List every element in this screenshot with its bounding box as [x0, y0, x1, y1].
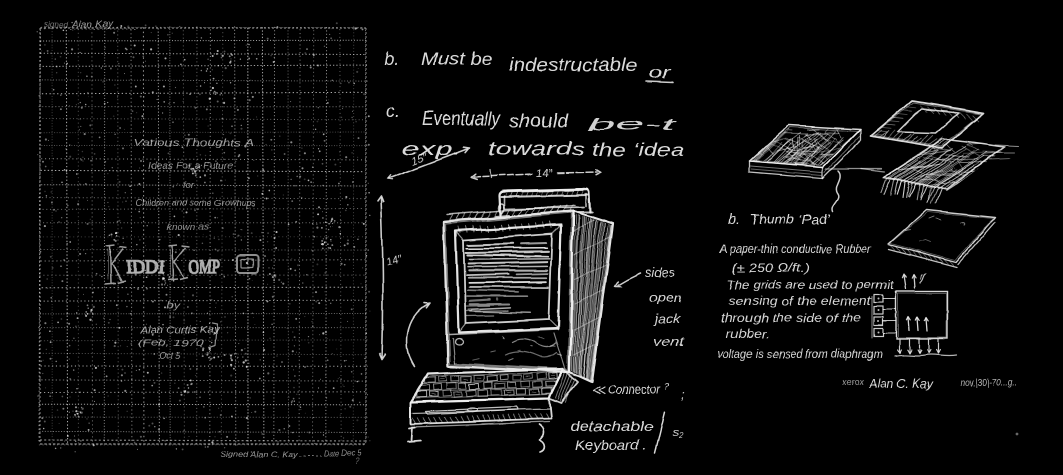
- svg-text:exp.: exp.: [402, 139, 462, 159]
- svg-text:xerox: xerox: [841, 377, 864, 387]
- svg-text:14″: 14″: [535, 168, 553, 180]
- svg-text:voltage is sensed from diaphra: voltage is sensed from diaphragm: [717, 349, 883, 361]
- svg-text:The grids are used to permit: The grids are used to permit: [727, 278, 894, 292]
- svg-text:Signed Alan C. Kay: Signed Alan C. Kay: [220, 449, 299, 459]
- svg-text:be-t: be-t: [587, 115, 679, 134]
- svg-text:14″: 14″: [385, 253, 405, 269]
- svg-text:towards: towards: [488, 139, 585, 159]
- svg-text:the ‘idea: the ‘idea: [592, 140, 684, 160]
- svg-text:Oct 5: Oct 5: [159, 351, 181, 362]
- svg-text:Keyboard .: Keyboard .: [575, 437, 647, 453]
- svg-text:A paper-thin conductive Rubber: A paper-thin conductive Rubber: [719, 244, 872, 256]
- svg-text:s: s: [672, 427, 680, 439]
- svg-text:Eventually: Eventually: [422, 109, 501, 130]
- svg-text:should: should: [509, 111, 569, 131]
- svg-text:(± 250 Ω/ft.): (± 250 Ω/ft.): [732, 261, 809, 275]
- svg-text:indestructable: indestructable: [509, 55, 637, 75]
- svg-text:Various Thoughts A: Various Thoughts A: [133, 137, 254, 149]
- svg-text:Alan Curtis Kay: Alan Curtis Kay: [139, 324, 220, 336]
- svg-text:signed: signed: [44, 20, 69, 29]
- svg-text:Alan C. Kay: Alan C. Kay: [868, 376, 934, 391]
- svg-text:r: r: [920, 272, 924, 282]
- svg-text:?: ?: [355, 457, 359, 466]
- svg-text:2: 2: [678, 431, 684, 440]
- svg-text:Must be: Must be: [421, 49, 493, 69]
- svg-text:b.: b.: [728, 211, 740, 227]
- svg-text:(Feb, 1970: (Feb, 1970: [138, 338, 205, 349]
- svg-text:Thumb ‘Pad’: Thumb ‘Pad’: [750, 211, 831, 227]
- svg-text:OMP: OMP: [189, 257, 220, 278]
- svg-text:through the side of the: through the side of the: [721, 311, 861, 325]
- svg-text:Connector: Connector: [608, 383, 661, 397]
- svg-text:by: by: [167, 301, 181, 312]
- svg-text:sensing of the element: sensing of the element: [729, 294, 872, 308]
- svg-text:Alan Kay: Alan Kay: [71, 19, 114, 29]
- svg-text:Children and some Grownups: Children and some Grownups: [135, 198, 256, 209]
- svg-text:rubber.: rubber.: [726, 327, 770, 341]
- svg-text:?: ?: [664, 382, 670, 393]
- svg-text:;: ;: [681, 387, 685, 402]
- svg-text:Date Dec 5: Date Dec 5: [324, 449, 361, 458]
- svg-text:jack: jack: [653, 311, 682, 326]
- svg-text:b.: b.: [385, 49, 399, 70]
- svg-text:vent: vent: [653, 334, 686, 349]
- svg-text:c.: c.: [386, 101, 400, 121]
- svg-text:IDDI: IDDI: [126, 257, 164, 278]
- svg-text:for: for: [183, 180, 195, 191]
- svg-text:known as: known as: [167, 222, 209, 233]
- svg-text:open: open: [649, 290, 682, 305]
- svg-text:15″: 15″: [410, 151, 430, 168]
- svg-text:Ideas For a Future: Ideas For a Future: [148, 161, 233, 172]
- svg-text:nov.|30|-70...g..: nov.|30|-70...g..: [960, 378, 1017, 389]
- svg-text:or: or: [648, 65, 671, 82]
- svg-text:sides: sides: [645, 265, 675, 280]
- svg-text:detachable: detachable: [570, 418, 653, 434]
